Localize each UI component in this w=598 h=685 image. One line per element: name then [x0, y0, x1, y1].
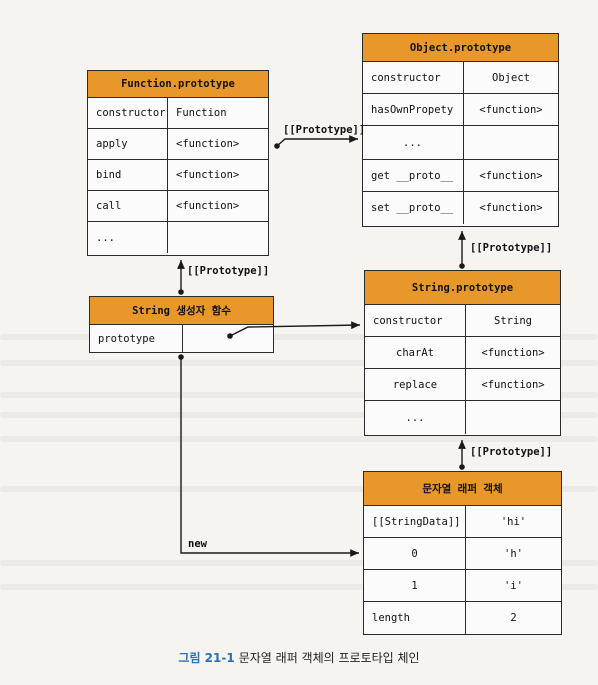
property-row: prototype	[90, 325, 273, 352]
property-key: set __proto__	[363, 192, 464, 224]
property-row: [[StringData]] 'hi'	[364, 506, 561, 538]
property-value: 'h'	[504, 547, 523, 560]
property-row: ...	[363, 126, 558, 160]
bleed-line	[0, 486, 598, 492]
bleed-line	[0, 584, 598, 590]
property-value: <function>	[479, 169, 543, 182]
box-title: 문자열 래퍼 객체	[364, 472, 561, 506]
link-label-strproto-to-obj: [[Prototype]]	[470, 242, 553, 254]
property-value: <function>	[176, 138, 240, 150]
link-label-wrapper-to-strproto: [[Prototype]]	[470, 446, 553, 458]
property-row: bind <function>	[88, 160, 268, 191]
property-key: constructor	[363, 62, 464, 93]
property-row: length 2	[364, 602, 561, 634]
box-title: Function.prototype	[88, 71, 268, 98]
bleed-line	[0, 560, 598, 566]
property-row: 1 'i'	[364, 570, 561, 602]
property-row: set __proto__ <function>	[363, 192, 558, 224]
box-title: Object.prototype	[363, 34, 558, 62]
property-key: ...	[88, 222, 168, 253]
property-key: constructor	[365, 305, 466, 336]
property-value: <function>	[479, 103, 543, 116]
property-key: bind	[88, 160, 168, 190]
object-prototype-box: Object.prototype constructor Object hasO…	[362, 33, 559, 227]
property-key: get __proto__	[363, 160, 464, 191]
property-key: [[StringData]]	[364, 506, 466, 537]
property-key: hasOwnPropety	[363, 94, 464, 125]
property-value: <function>	[479, 202, 543, 214]
property-key: ...	[365, 401, 466, 434]
link-label-new: new	[188, 538, 207, 550]
property-row: hasOwnPropety <function>	[363, 94, 558, 126]
property-key: charAt	[365, 337, 466, 368]
bleed-line	[0, 436, 598, 442]
link-fn-to-obj	[276, 135, 358, 147]
property-key: call	[88, 191, 168, 221]
property-row: get __proto__ <function>	[363, 160, 558, 192]
link-new	[180, 357, 359, 557]
property-value: 'i'	[504, 579, 523, 592]
property-value: <function>	[481, 346, 545, 359]
property-row: charAt <function>	[365, 337, 560, 369]
string-wrapper-object-box: 문자열 래퍼 객체 [[StringData]] 'hi' 0 'h' 1 'i…	[363, 471, 562, 635]
figure-caption-text: 문자열 래퍼 객체의 프로토타입 체인	[238, 651, 420, 665]
property-key: constructor	[88, 98, 168, 128]
property-row: constructor Object	[363, 62, 558, 94]
property-key: 0	[364, 538, 466, 569]
property-value: Object	[492, 71, 530, 84]
property-row: call <function>	[88, 191, 268, 222]
property-row: 0 'h'	[364, 538, 561, 570]
property-row: ...	[88, 222, 268, 253]
property-key: length	[364, 602, 466, 634]
link-prototype-to-strproto	[229, 321, 361, 337]
property-row: ...	[365, 401, 560, 434]
property-key: ...	[363, 126, 464, 159]
string-constructor-box: String 생성자 함수 prototype	[89, 296, 274, 353]
property-key: prototype	[90, 325, 183, 352]
link-label-strctor-to-fn: [[Prototype]]	[187, 265, 270, 277]
property-row: replace <function>	[365, 369, 560, 401]
bleed-line	[0, 412, 598, 418]
property-value: <function>	[176, 200, 240, 212]
link-label-fn-to-obj: [[Prototype]]	[283, 124, 366, 136]
property-row: constructor Function	[88, 98, 268, 129]
bleed-line	[0, 334, 598, 340]
property-value: <function>	[481, 378, 545, 391]
property-key: apply	[88, 129, 168, 159]
property-value: String	[494, 314, 532, 327]
property-value: Function	[176, 107, 227, 119]
box-title: String.prototype	[365, 271, 560, 305]
property-value: 2	[510, 612, 517, 624]
bleed-line	[0, 360, 598, 366]
figure-number: 그림 21-1	[178, 651, 235, 665]
property-key: 1	[364, 570, 466, 601]
string-prototype-box: String.prototype constructor String char…	[364, 270, 561, 436]
function-prototype-box: Function.prototype constructor Function …	[87, 70, 269, 256]
property-row: apply <function>	[88, 129, 268, 160]
property-value: 'hi'	[500, 515, 527, 528]
property-row: constructor String	[365, 305, 560, 337]
property-key: replace	[365, 369, 466, 400]
bleed-line	[0, 392, 598, 398]
box-title: String 생성자 함수	[90, 297, 273, 325]
property-value: <function>	[176, 169, 240, 181]
